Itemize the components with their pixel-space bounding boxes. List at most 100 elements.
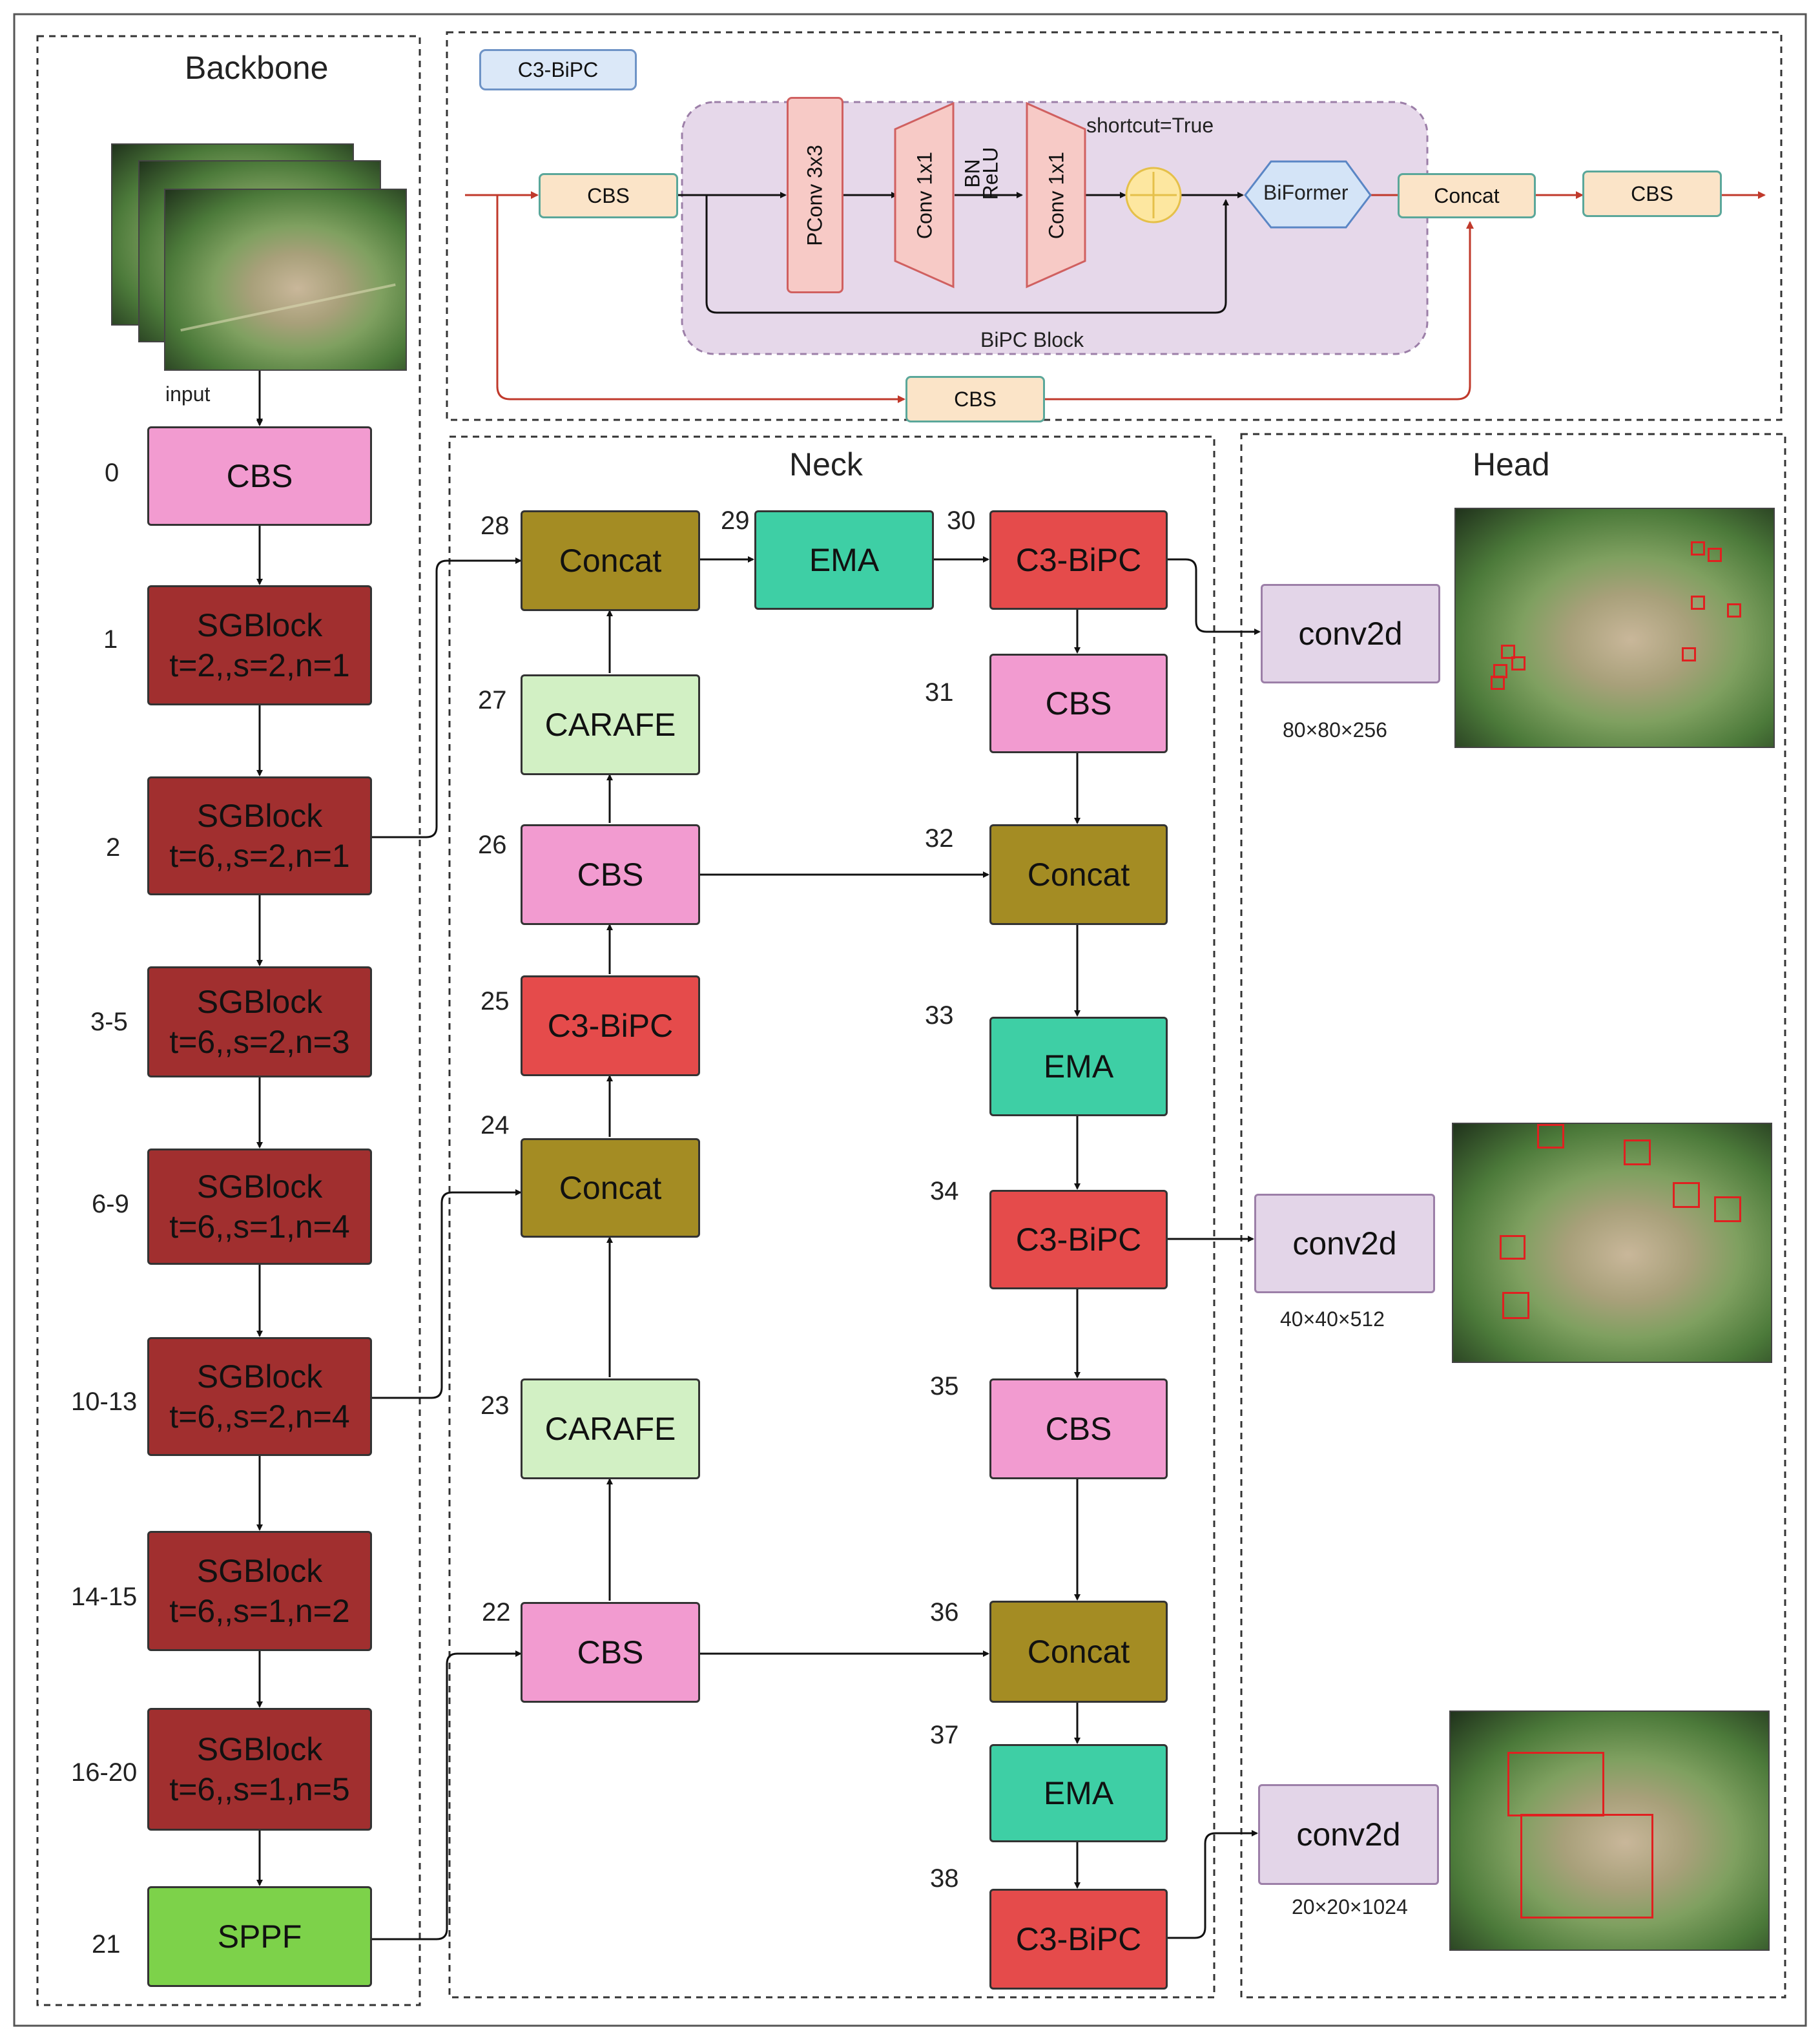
node-name: CARAFE [544, 706, 676, 743]
head-panel [1240, 433, 1786, 1999]
detection-image-1 [1454, 508, 1775, 748]
conv1-label: Conv 1x1 [913, 151, 936, 240]
neck-title: Neck [789, 446, 863, 483]
neck-cbs-35: CBS [989, 1378, 1168, 1479]
layer-num: 21 [92, 1930, 121, 1959]
conv-name: conv2d [1292, 1225, 1397, 1262]
head-shape-1: 80×80×256 [1283, 718, 1387, 742]
c3bipc-cbs-out: CBS [1582, 171, 1722, 217]
layer-num: 0 [105, 459, 119, 487]
cbs-text: CBS [587, 184, 630, 207]
detection-image-3 [1449, 1710, 1770, 1951]
layer-params: t=6,,s=1,n=4 [169, 1209, 350, 1245]
layer-params: t=2,,s=2,n=1 [169, 647, 350, 683]
neck-concat-36: Concat [989, 1601, 1168, 1703]
node-name: CBS [577, 1634, 644, 1670]
biformer-shape [1244, 160, 1372, 229]
neck-cbs-22: CBS [521, 1602, 700, 1703]
layer-num: 2 [106, 833, 121, 862]
layer-num: 3-5 [90, 1008, 128, 1036]
layer-num: 10-13 [71, 1388, 138, 1416]
backbone-sgblock-6: SGBlock t=6,,s=1,n=2 [147, 1531, 372, 1651]
node-num: 24 [481, 1111, 510, 1139]
neck-c3bipc-25: C3-BiPC [521, 975, 700, 1076]
layer-params: t=6,,s=1,n=5 [169, 1771, 350, 1807]
conv1-shape [894, 101, 955, 289]
node-name: Concat [1027, 856, 1130, 893]
layer-params: t=6,,s=2,n=4 [169, 1399, 350, 1435]
node-num: 25 [481, 987, 510, 1015]
layer-name: SGBlock [196, 1168, 323, 1205]
node-name: EMA [1043, 1048, 1114, 1085]
c3bipc-tag: C3-BiPC [479, 49, 637, 90]
node-num: 32 [925, 824, 954, 853]
node-name: EMA [1043, 1774, 1114, 1811]
node-num: 23 [481, 1391, 510, 1420]
c3bipc-panel [446, 31, 1783, 421]
neck-cbs-26: CBS [521, 824, 700, 925]
neck-ema-33: EMA [989, 1017, 1168, 1116]
node-name: Concat [1027, 1633, 1130, 1670]
backbone-panel [36, 35, 421, 2006]
conv2-label: Conv 1x1 [1044, 151, 1068, 240]
outer-frame [13, 13, 1807, 2027]
concat-text: Concat [1434, 184, 1500, 207]
node-num: 29 [721, 506, 750, 535]
shortcut-label: shortcut=True [1086, 114, 1214, 137]
layer-name: SGBlock [196, 983, 323, 1020]
node-name: C3-BiPC [1015, 541, 1142, 578]
neck-ema-29: EMA [754, 510, 934, 610]
layer-params: t=6,,s=1,n=2 [169, 1593, 350, 1629]
c3bipc-concat: Concat [1398, 173, 1536, 218]
node-num: 30 [947, 506, 976, 535]
layer-name: SGBlock [196, 1358, 323, 1395]
neck-carafe-23: CARAFE [521, 1378, 700, 1479]
node-name: C3-BiPC [1015, 1920, 1142, 1957]
neck-c3bipc-30: C3-BiPC [989, 510, 1168, 610]
layer-num: 1 [103, 625, 118, 654]
node-name: C3-BiPC [547, 1007, 674, 1044]
neck-ema-37: EMA [989, 1744, 1168, 1842]
node-num: 38 [930, 1864, 959, 1893]
layer-name: SGBlock [196, 797, 323, 834]
node-num: 27 [478, 686, 507, 714]
layer-name: SGBlock [196, 1552, 323, 1589]
head-shape-2: 40×40×512 [1280, 1307, 1385, 1331]
biformer-label: BiFormer [1263, 181, 1349, 204]
conv-name: conv2d [1296, 1816, 1401, 1853]
head-shape-3: 20×20×1024 [1292, 1895, 1408, 1918]
layer-name: SPPF [217, 1918, 302, 1955]
c3bipc-cbs-in: CBS [539, 173, 678, 218]
node-num: 26 [478, 831, 507, 859]
conv2-shape [1026, 101, 1086, 289]
backbone-sgblock-4: SGBlock t=6,,s=1,n=4 [147, 1149, 372, 1265]
neck-c3bipc-38: C3-BiPC [989, 1889, 1168, 1990]
node-num: 28 [481, 512, 510, 540]
node-num: 22 [482, 1598, 511, 1627]
backbone-sgblock-5: SGBlock t=6,,s=2,n=4 [147, 1337, 372, 1456]
backbone-sgblock-3: SGBlock t=6,,s=2,n=3 [147, 966, 372, 1077]
node-num: 35 [930, 1372, 959, 1400]
layer-params: t=6,,s=2,n=3 [169, 1024, 350, 1060]
node-num: 31 [925, 678, 954, 707]
node-name: CBS [1045, 1410, 1112, 1447]
node-name: CBS [1045, 685, 1112, 722]
bipc-block-label: BiPC Block [980, 328, 1084, 351]
node-name: CARAFE [544, 1410, 676, 1447]
neck-cbs-31: CBS [989, 654, 1168, 753]
backbone-title: Backbone [185, 50, 329, 86]
head-title: Head [1473, 446, 1550, 483]
pconv-label: PConv 3x3 [803, 145, 827, 246]
cbs-text: CBS [954, 388, 997, 411]
cbs-text: CBS [1631, 182, 1673, 205]
relu-label: ReLU [978, 147, 1002, 200]
conv-name: conv2d [1298, 615, 1403, 652]
layer-num: 14-15 [71, 1583, 138, 1611]
backbone-cbs: CBS [147, 426, 372, 526]
node-num: 34 [930, 1177, 959, 1205]
node-name: EMA [809, 541, 880, 578]
